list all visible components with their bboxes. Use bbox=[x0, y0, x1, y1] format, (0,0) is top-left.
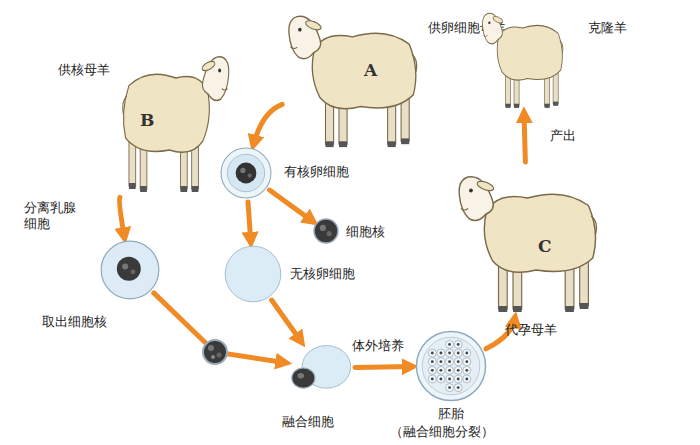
process-arrow bbox=[248, 202, 251, 242]
node-label: 细胞核 bbox=[346, 224, 385, 240]
process-arrow bbox=[272, 300, 302, 342]
edge-label: 产出 bbox=[548, 128, 578, 144]
surrogate-sheep: 代孕母羊C bbox=[455, 165, 600, 315]
edge-label: 取出细胞核 bbox=[40, 314, 109, 330]
process-arrow bbox=[119, 197, 124, 237]
egg-donor-sheep: 供卵细胞母羊A bbox=[285, 5, 420, 150]
process-arrow bbox=[355, 364, 412, 370]
node-label: （融合细胞分裂） bbox=[390, 424, 494, 440]
sheep-figure bbox=[455, 165, 600, 315]
sheep-figure bbox=[480, 5, 565, 110]
process-arrow bbox=[253, 104, 282, 145]
cell-figure bbox=[415, 330, 487, 402]
node-label: 融合细胞 bbox=[282, 414, 334, 430]
sheep-letter: B bbox=[140, 110, 154, 130]
nucleated-egg: 有核卵细胞 bbox=[220, 147, 272, 199]
node-label: 供核母羊 bbox=[58, 62, 110, 78]
cell-figure bbox=[224, 245, 282, 303]
cell-figure bbox=[288, 340, 352, 396]
mammary-cell: 分离乳腺细胞 bbox=[100, 240, 160, 300]
sheep-figure bbox=[120, 45, 232, 195]
fused-cell: 融合细胞 bbox=[288, 340, 352, 396]
embryo: 胚胎（融合细胞分裂） bbox=[415, 330, 487, 402]
sheep-figure bbox=[285, 5, 420, 150]
process-arrow bbox=[524, 113, 525, 162]
node-label: 无核卵细胞 bbox=[290, 266, 355, 282]
edge-label: 体外培养 bbox=[350, 338, 406, 354]
cell-figure bbox=[100, 240, 160, 300]
node-label: 克隆羊 bbox=[588, 20, 627, 36]
process-arrow bbox=[269, 190, 313, 222]
donor-sheep: 供核母羊B bbox=[120, 45, 232, 195]
node-label: 分离乳腺细胞 bbox=[24, 200, 82, 231]
node-label: 代孕母羊 bbox=[505, 322, 557, 338]
cell-figure bbox=[313, 218, 339, 244]
enucleated-egg: 无核卵细胞 bbox=[224, 245, 282, 303]
clone-sheep: 克隆羊 bbox=[480, 5, 565, 110]
nucleus: 细胞核 bbox=[313, 218, 339, 244]
sheep-letter: C bbox=[538, 236, 552, 256]
cell-figure bbox=[220, 147, 272, 199]
node-label: 胚胎 bbox=[438, 406, 464, 422]
sheep-letter: A bbox=[364, 60, 377, 80]
node-label: 有核卵细胞 bbox=[284, 164, 349, 180]
